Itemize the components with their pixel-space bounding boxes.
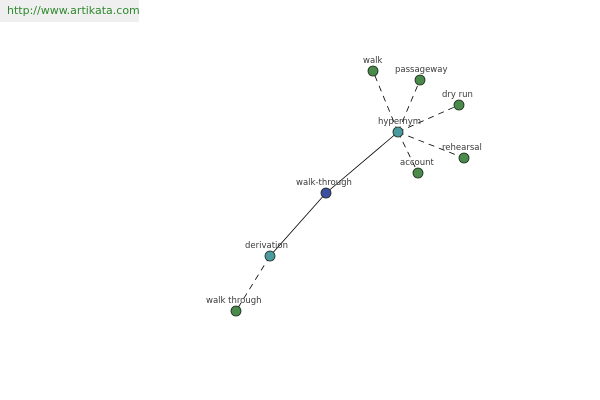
node-circle-hypernym[interactable]: [392, 126, 404, 138]
node-hypernym[interactable]: hypernym: [378, 117, 421, 138]
node-label-hypernym: hypernym: [378, 117, 421, 127]
node-circle-account[interactable]: [412, 167, 424, 179]
node-dry-run[interactable]: dry run: [442, 90, 473, 111]
node-label-walk-through-leaf: walk through: [206, 296, 262, 306]
edge-walk-through-derivation: [269, 192, 327, 257]
edge-hypernym-rehearsal: [397, 131, 465, 159]
edge-walk-through-hypernym: [325, 131, 399, 194]
source-link[interactable]: http://www.artikata.com: [7, 4, 140, 17]
node-label-derivation: derivation: [245, 241, 288, 251]
node-walk-through[interactable]: walk-through: [296, 178, 352, 199]
node-circle-walk-through-leaf[interactable]: [230, 305, 242, 317]
node-label-walk-through: walk-through: [296, 178, 352, 188]
node-account[interactable]: account: [400, 158, 435, 179]
nodes-layer: walk-through hypernym derivation walk passag…: [206, 56, 482, 317]
edge-hypernym-account: [397, 131, 419, 174]
node-circle-rehearsal[interactable]: [458, 152, 470, 164]
node-label-dry-run: dry run: [442, 90, 473, 100]
edge-hypernym-dry-run: [397, 104, 460, 133]
node-label-account: account: [400, 158, 435, 168]
node-circle-passageway[interactable]: [414, 74, 426, 86]
node-walk[interactable]: walk: [363, 56, 383, 77]
node-walk-through-leaf[interactable]: walk through: [206, 296, 262, 317]
edges-layer: [235, 70, 465, 312]
node-circle-walk-through[interactable]: [320, 187, 332, 199]
node-derivation[interactable]: derivation: [245, 241, 288, 262]
edge-hypernym-passageway: [397, 79, 421, 133]
source-banner: http://www.artikata.com: [0, 0, 140, 22]
node-circle-derivation[interactable]: [264, 250, 276, 262]
node-label-passageway: passageway: [395, 65, 448, 75]
node-rehearsal[interactable]: rehearsal: [442, 143, 482, 164]
node-label-walk: walk: [363, 56, 383, 66]
node-label-rehearsal: rehearsal: [442, 143, 482, 153]
node-circle-walk[interactable]: [367, 65, 379, 77]
node-circle-dry-run[interactable]: [453, 99, 465, 111]
node-passageway[interactable]: passageway: [395, 65, 448, 86]
